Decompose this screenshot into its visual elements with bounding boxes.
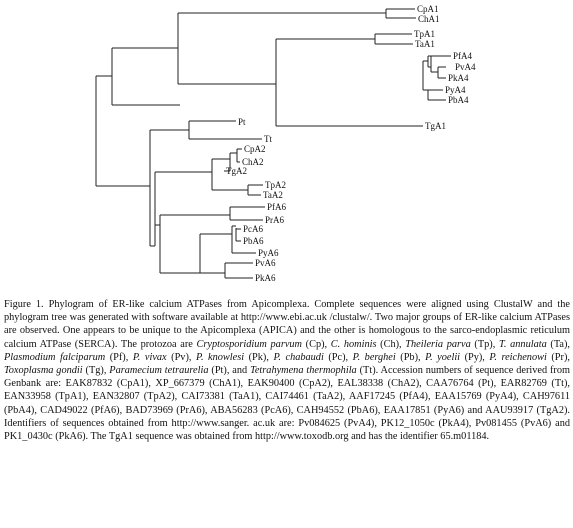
caption-text: (Pc), [323,351,353,363]
caption-text: (Tt). Accession numbers of sequence deri… [4,365,571,443]
caption-text: (Pb), [395,351,426,363]
leaf-label-PyA4: PyA4 [445,85,466,95]
leaf-label-PcA6: PcA6 [243,224,263,234]
caption-text: (Ch), [376,338,406,350]
caption-text: (Pt), and [208,365,251,377]
caption-species-name: P. reichenowi [489,351,547,363]
caption-species-name: T. annulata [498,338,547,350]
caption-text: (Py), [460,351,490,363]
caption-species-name: Cryptosporidium parvum [196,338,303,350]
leaf-label-PbA4: PbA4 [448,95,469,105]
caption-species-name: Theileria parva [405,338,471,350]
leaf-label-TaA1: TaA1 [415,39,435,49]
caption-text: (Pr), [546,351,570,363]
leaf-label-Tt: Tt [264,134,272,144]
caption-text: (Tp), [470,338,499,350]
caption-text: (Pv), [166,351,196,363]
leaf-label-Pt: Pt [238,117,246,127]
caption-species-name: P. vivax [132,351,167,363]
caption-species-name: P. knowlesi [195,351,245,363]
leaf-label-PfA6: PfA6 [267,202,287,212]
leaf-label-TpA2: TpA2 [265,180,286,190]
leaf-label-CpA1: CpA1 [417,4,439,14]
caption-text: (Cp), [302,338,331,350]
caption-text: (Pk), [244,351,274,363]
caption-species-name: P. berghei [352,351,396,363]
leaf-label-PfA4: PfA4 [453,51,473,61]
caption-species-name: Tetrahymena thermophila [250,365,357,377]
leaf-label-CpA2: CpA2 [244,144,266,154]
leaf-label-PbA6: PbA6 [243,236,264,246]
leaf-label-TgA2: TgA2 [226,166,247,176]
leaf-label-PkA6: PkA6 [255,273,276,283]
caption-species-name: C. hominis [330,338,377,350]
leaf-label-TgA1: TgA1 [425,121,446,131]
phylogram-tree: CpA1 ChA1 TpA1 TaA1 PfA4 PvA4 PkA4 PyA4 … [95,4,476,283]
leaf-label-PyA6: PyA6 [258,248,279,258]
caption-text: (Pf), [105,351,133,363]
caption-species-name: P. yoelii [425,351,461,363]
caption-species-name: Paramecium tetraurelia [109,365,209,377]
caption-text: (Tg), [82,365,110,377]
caption-text: (Ta), [546,338,570,350]
caption-species-name: P. chabaudi [273,351,324,363]
caption-text: Figure 1. Phylogram of ER-like calcium A… [4,299,570,350]
leaf-label-TaA2: TaA2 [263,190,283,200]
caption-species-name: Toxoplasma gondii [4,365,83,377]
leaf-label-ChA1: ChA1 [418,14,440,24]
leaf-label-ChA2: ChA2 [242,157,264,167]
leaf-label-TpA1: TpA1 [414,29,435,39]
leaf-label-PrA6: PrA6 [265,215,285,225]
leaf-label-PvA4: PvA4 [455,62,476,72]
leaf-label-PkA4: PkA4 [448,73,469,83]
figure-caption: Figure 1. Phylogram of ER-like calcium A… [4,298,570,443]
leaf-label-PvA6: PvA6 [255,258,276,268]
caption-species-name: Plasmodium falciparum [4,351,106,363]
